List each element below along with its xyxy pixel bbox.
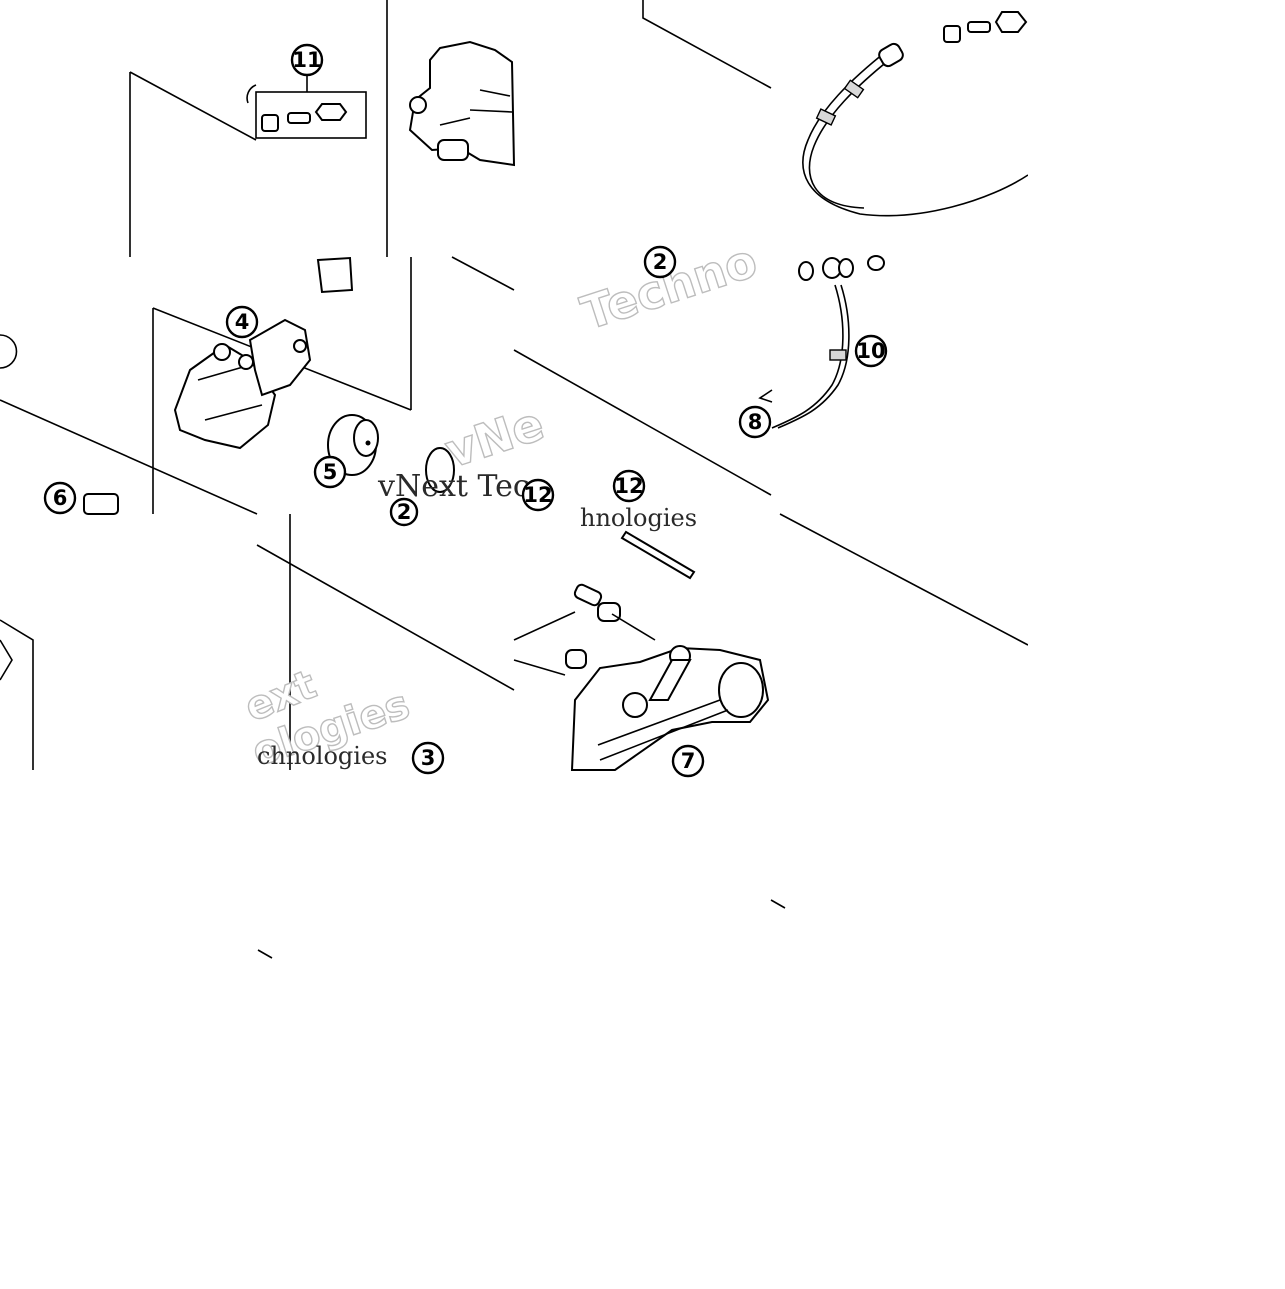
tile-top-left xyxy=(129,0,388,257)
svg-text:4: 4 xyxy=(235,310,250,334)
watermark-hnologies: hnologies xyxy=(580,504,697,532)
svg-text:10: 10 xyxy=(856,339,885,363)
callout-6: 6 xyxy=(43,481,77,515)
watermark-vne: vNe xyxy=(439,396,550,478)
brake-hose-upper xyxy=(642,0,1029,217)
caliper-bracket xyxy=(0,513,1029,959)
svg-text:3: 3 xyxy=(421,746,436,770)
svg-text:8: 8 xyxy=(748,410,763,434)
slide-pins xyxy=(565,530,696,669)
callout-7: 7 xyxy=(671,744,705,778)
svg-text:12: 12 xyxy=(614,474,643,498)
caliper-top xyxy=(408,40,516,167)
callout-8: 8 xyxy=(738,405,772,439)
callout-5: 5 xyxy=(313,455,347,489)
svg-text:5: 5 xyxy=(323,460,338,484)
svg-text:11: 11 xyxy=(292,48,321,72)
svg-text:2: 2 xyxy=(397,500,412,524)
bleed-nipple-part xyxy=(261,103,348,132)
svg-text:7: 7 xyxy=(681,749,696,773)
callout-4: 4 xyxy=(225,305,259,339)
callout-12-left: 12 xyxy=(521,478,555,512)
svg-text:6: 6 xyxy=(53,486,68,510)
svg-text:12: 12 xyxy=(523,483,552,507)
svg-text:2: 2 xyxy=(653,250,668,274)
callout-10: 10 xyxy=(854,334,888,368)
callout-2-upper: 2 xyxy=(643,245,677,279)
watermark-chnologies: chnologies xyxy=(257,742,388,770)
callout-3: 3 xyxy=(411,741,445,775)
callout-12-right: 12 xyxy=(612,469,646,503)
callout-2-lower: 2 xyxy=(389,497,419,527)
callout-11: 11 xyxy=(290,43,324,77)
brake-hose-lower xyxy=(513,255,885,496)
